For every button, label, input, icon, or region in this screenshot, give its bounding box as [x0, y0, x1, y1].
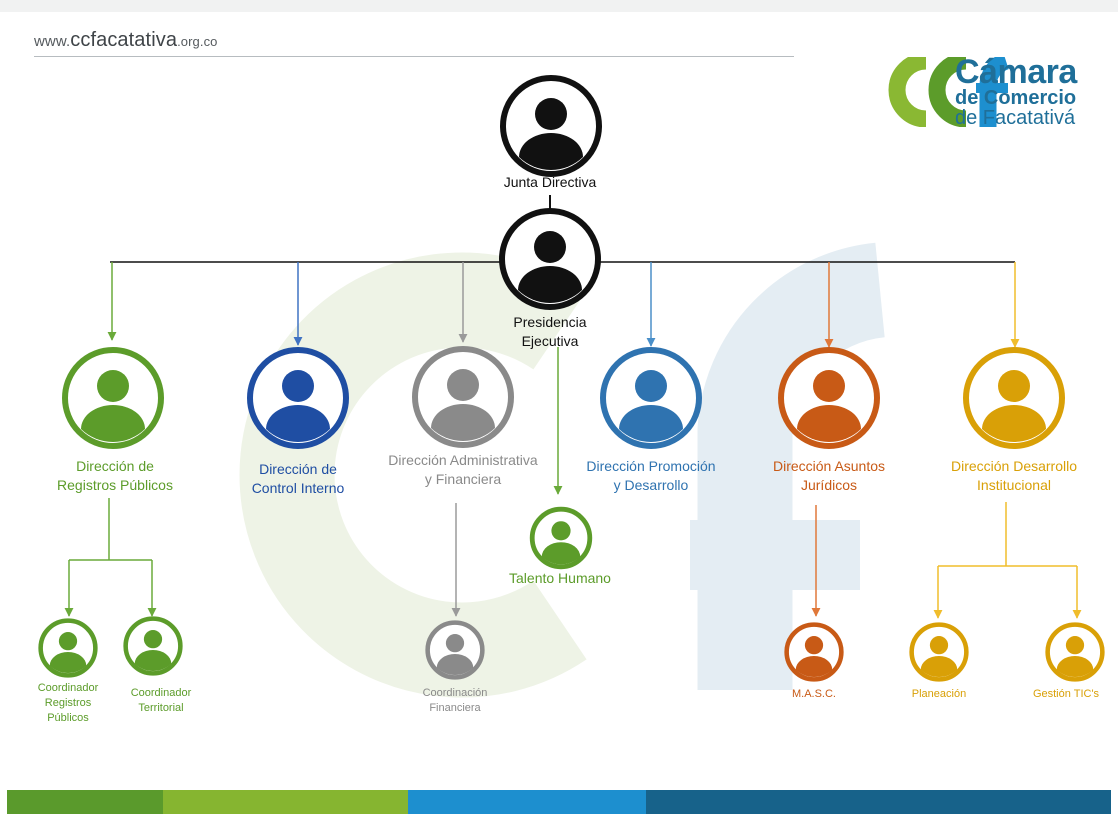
coord-territorial-line1: Coordinador: [130, 687, 192, 699]
website-main: ccfacatativa: [70, 29, 178, 51]
promocion-line1: Dirección Promoción: [586, 458, 716, 474]
gestion-tics-text: Gestión TIC's: [1032, 688, 1100, 700]
control-interno-person-icon: [247, 347, 349, 449]
footer-bar-navy: [646, 790, 1111, 814]
juridicos-person-icon: [778, 347, 880, 449]
coord-registros-line2: Registros: [44, 696, 92, 709]
gestion-tics-person-icon: [1045, 622, 1105, 682]
planeacion-text: Planeación: [911, 688, 967, 700]
coord-financiera-line1: Coordinación: [422, 687, 488, 699]
registros-person-icon: [62, 347, 164, 449]
coord-registros-line3: Públicos: [47, 711, 89, 724]
header-divider: [34, 56, 794, 57]
presidencia-person-icon: [499, 208, 601, 310]
coord-financiera-line2: Financiera: [429, 701, 481, 714]
control-interno-label: Dirección de Control Interno: [218, 460, 378, 498]
masc-person-icon: [784, 622, 844, 682]
website-prefix: www.: [34, 33, 71, 50]
control-interno-line2: Control Interno: [251, 479, 345, 496]
administrativa-person-icon: [412, 346, 514, 448]
institucional-person-icon: [963, 347, 1065, 449]
promocion-person-icon: [600, 347, 702, 449]
website-url[interactable]: www.ccfacatativa.org.co: [34, 29, 218, 52]
planeacion-label: Planeación: [894, 687, 984, 702]
presidencia-label: Presidencia Ejecutiva: [480, 313, 620, 351]
masc-text: M.A.S.C.: [791, 688, 836, 700]
institucional-line1: Dirección Desarrollo: [950, 458, 1078, 474]
footer-bar-green-light: [163, 790, 408, 814]
registros-label: Dirección de Registros Públicos: [30, 457, 200, 495]
website-suffix: .org.co: [177, 34, 218, 49]
brand-line1: Cámara: [955, 53, 1077, 91]
juridicos-line2: Jurídicos: [800, 476, 858, 493]
coord-financiera-person-icon: [425, 620, 485, 680]
gestion-tics-label: Gestión TIC's: [1020, 687, 1112, 702]
promocion-line2: y Desarrollo: [613, 476, 689, 493]
brand-name: Cámara de Comercio de Facatativá: [955, 53, 1105, 129]
coord-registros-line1: Coordinador: [37, 682, 99, 694]
registros-line2: Registros Públicos: [57, 476, 173, 493]
presidencia-line1: Presidencia: [513, 314, 587, 330]
ccf-logo: ccf: [888, 57, 1010, 127]
administrativa-line1: Dirección Administrativa: [388, 452, 538, 468]
administrativa-line2: y Financiera: [424, 470, 502, 487]
logo-c1-shape: [888, 57, 927, 127]
registros-line1: Dirección de: [76, 458, 154, 474]
talento-humano-text: Talento Humano: [509, 570, 611, 586]
planeacion-person-icon: [909, 622, 969, 682]
junta-directiva-label: Junta Directiva: [480, 173, 620, 192]
footer-bar-green-dark: [7, 790, 163, 814]
footer-bar-blue: [408, 790, 646, 814]
juridicos-line1: Dirección Asuntos: [772, 458, 886, 474]
juridicos-label: Dirección Asuntos Jurídicos: [754, 457, 904, 495]
brand-line3: de Facatativá: [955, 107, 1076, 129]
control-interno-line1: Dirección de: [259, 461, 337, 477]
coord-registros-person-icon: [38, 618, 98, 678]
coord-financiera-label: Coordinación Financiera: [400, 686, 510, 716]
institucional-label: Dirección Desarrollo Institucional: [924, 457, 1104, 495]
junta-directiva-text: Junta Directiva: [503, 174, 597, 190]
talento-humano-person-icon: [529, 506, 593, 570]
junta-directiva-person-icon: [500, 75, 602, 177]
administrativa-label: Dirección Administrativa y Financiera: [363, 451, 563, 489]
masc-label: M.A.S.C.: [774, 687, 854, 702]
top-band: [0, 0, 1118, 12]
logo-c2-shape: [928, 57, 967, 127]
talento-humano-label: Talento Humano: [490, 569, 630, 588]
coord-territorial-person-icon: [123, 616, 183, 676]
presidencia-line2: Ejecutiva: [521, 332, 579, 349]
logo-f-bar: [976, 83, 1008, 93]
coord-territorial-line2: Territorial: [138, 701, 184, 714]
promocion-label: Dirección Promoción y Desarrollo: [566, 457, 736, 495]
brand-line2: de Comercio: [955, 87, 1077, 109]
coord-territorial-label: Coordinador Territorial: [113, 686, 209, 716]
coord-registros-label: Coordinador Registros Públicos: [20, 681, 116, 726]
institucional-line2: Institucional: [977, 476, 1051, 493]
